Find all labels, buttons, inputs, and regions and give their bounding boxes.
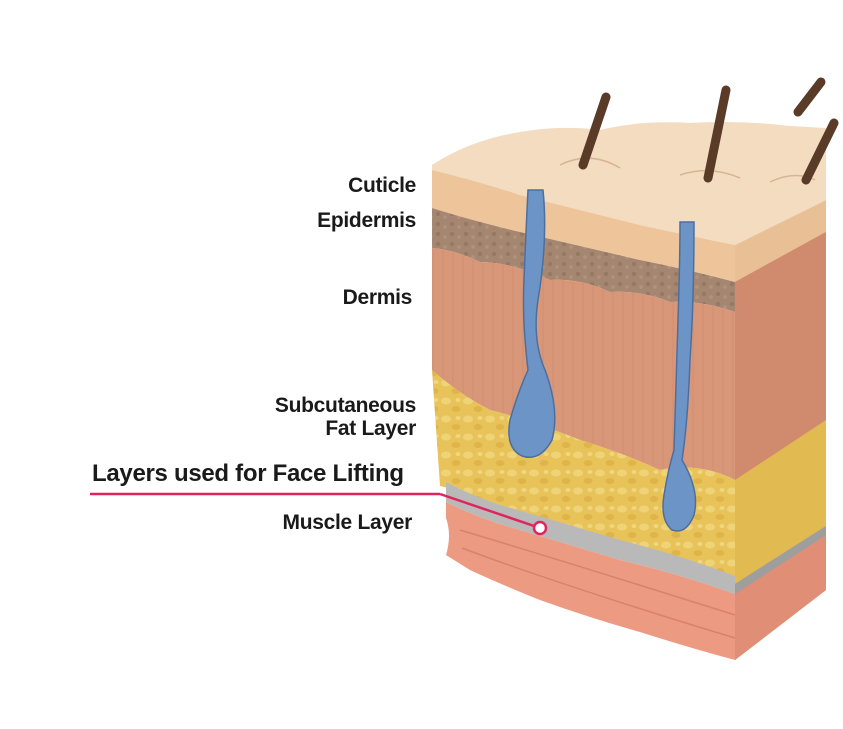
highlight-pointer-diagonal [439, 492, 541, 530]
highlight-pointer-dot [532, 520, 548, 536]
cuticle-layer [432, 170, 735, 282]
label-cuticle: Cuticle [348, 174, 416, 197]
right-side-cuticle [735, 200, 826, 282]
hair-strand [801, 118, 839, 185]
skin-surface [432, 122, 826, 245]
dermis-layer [432, 248, 735, 480]
surface-wrinkle [559, 157, 621, 169]
label-face-lifting-layers: Layers used for Face Lifting [92, 460, 404, 487]
muscle-fiber [459, 529, 736, 616]
label-fat-layer: Fat Layer [325, 417, 416, 440]
muscle-layer [446, 502, 735, 660]
fat-layer [432, 370, 735, 584]
gland-left [508, 189, 556, 458]
smas-band [446, 482, 735, 594]
label-subcutaneous: Subcutaneous [274, 394, 416, 417]
label-epidermis: Epidermis [317, 209, 416, 232]
right-side-dermis [735, 232, 826, 480]
muscle-fiber [461, 547, 736, 639]
epidermis-layer [432, 208, 735, 312]
label-muscle-layer: Muscle Layer [282, 511, 413, 534]
hair-strand [578, 92, 611, 170]
right-side-muscle [735, 535, 826, 660]
gland-right [662, 221, 697, 532]
label-dermis: Dermis [342, 286, 413, 309]
right-side-fat [735, 420, 826, 584]
right-side-band [735, 526, 826, 594]
hair-strand [703, 85, 731, 183]
hair-strand [793, 77, 826, 117]
